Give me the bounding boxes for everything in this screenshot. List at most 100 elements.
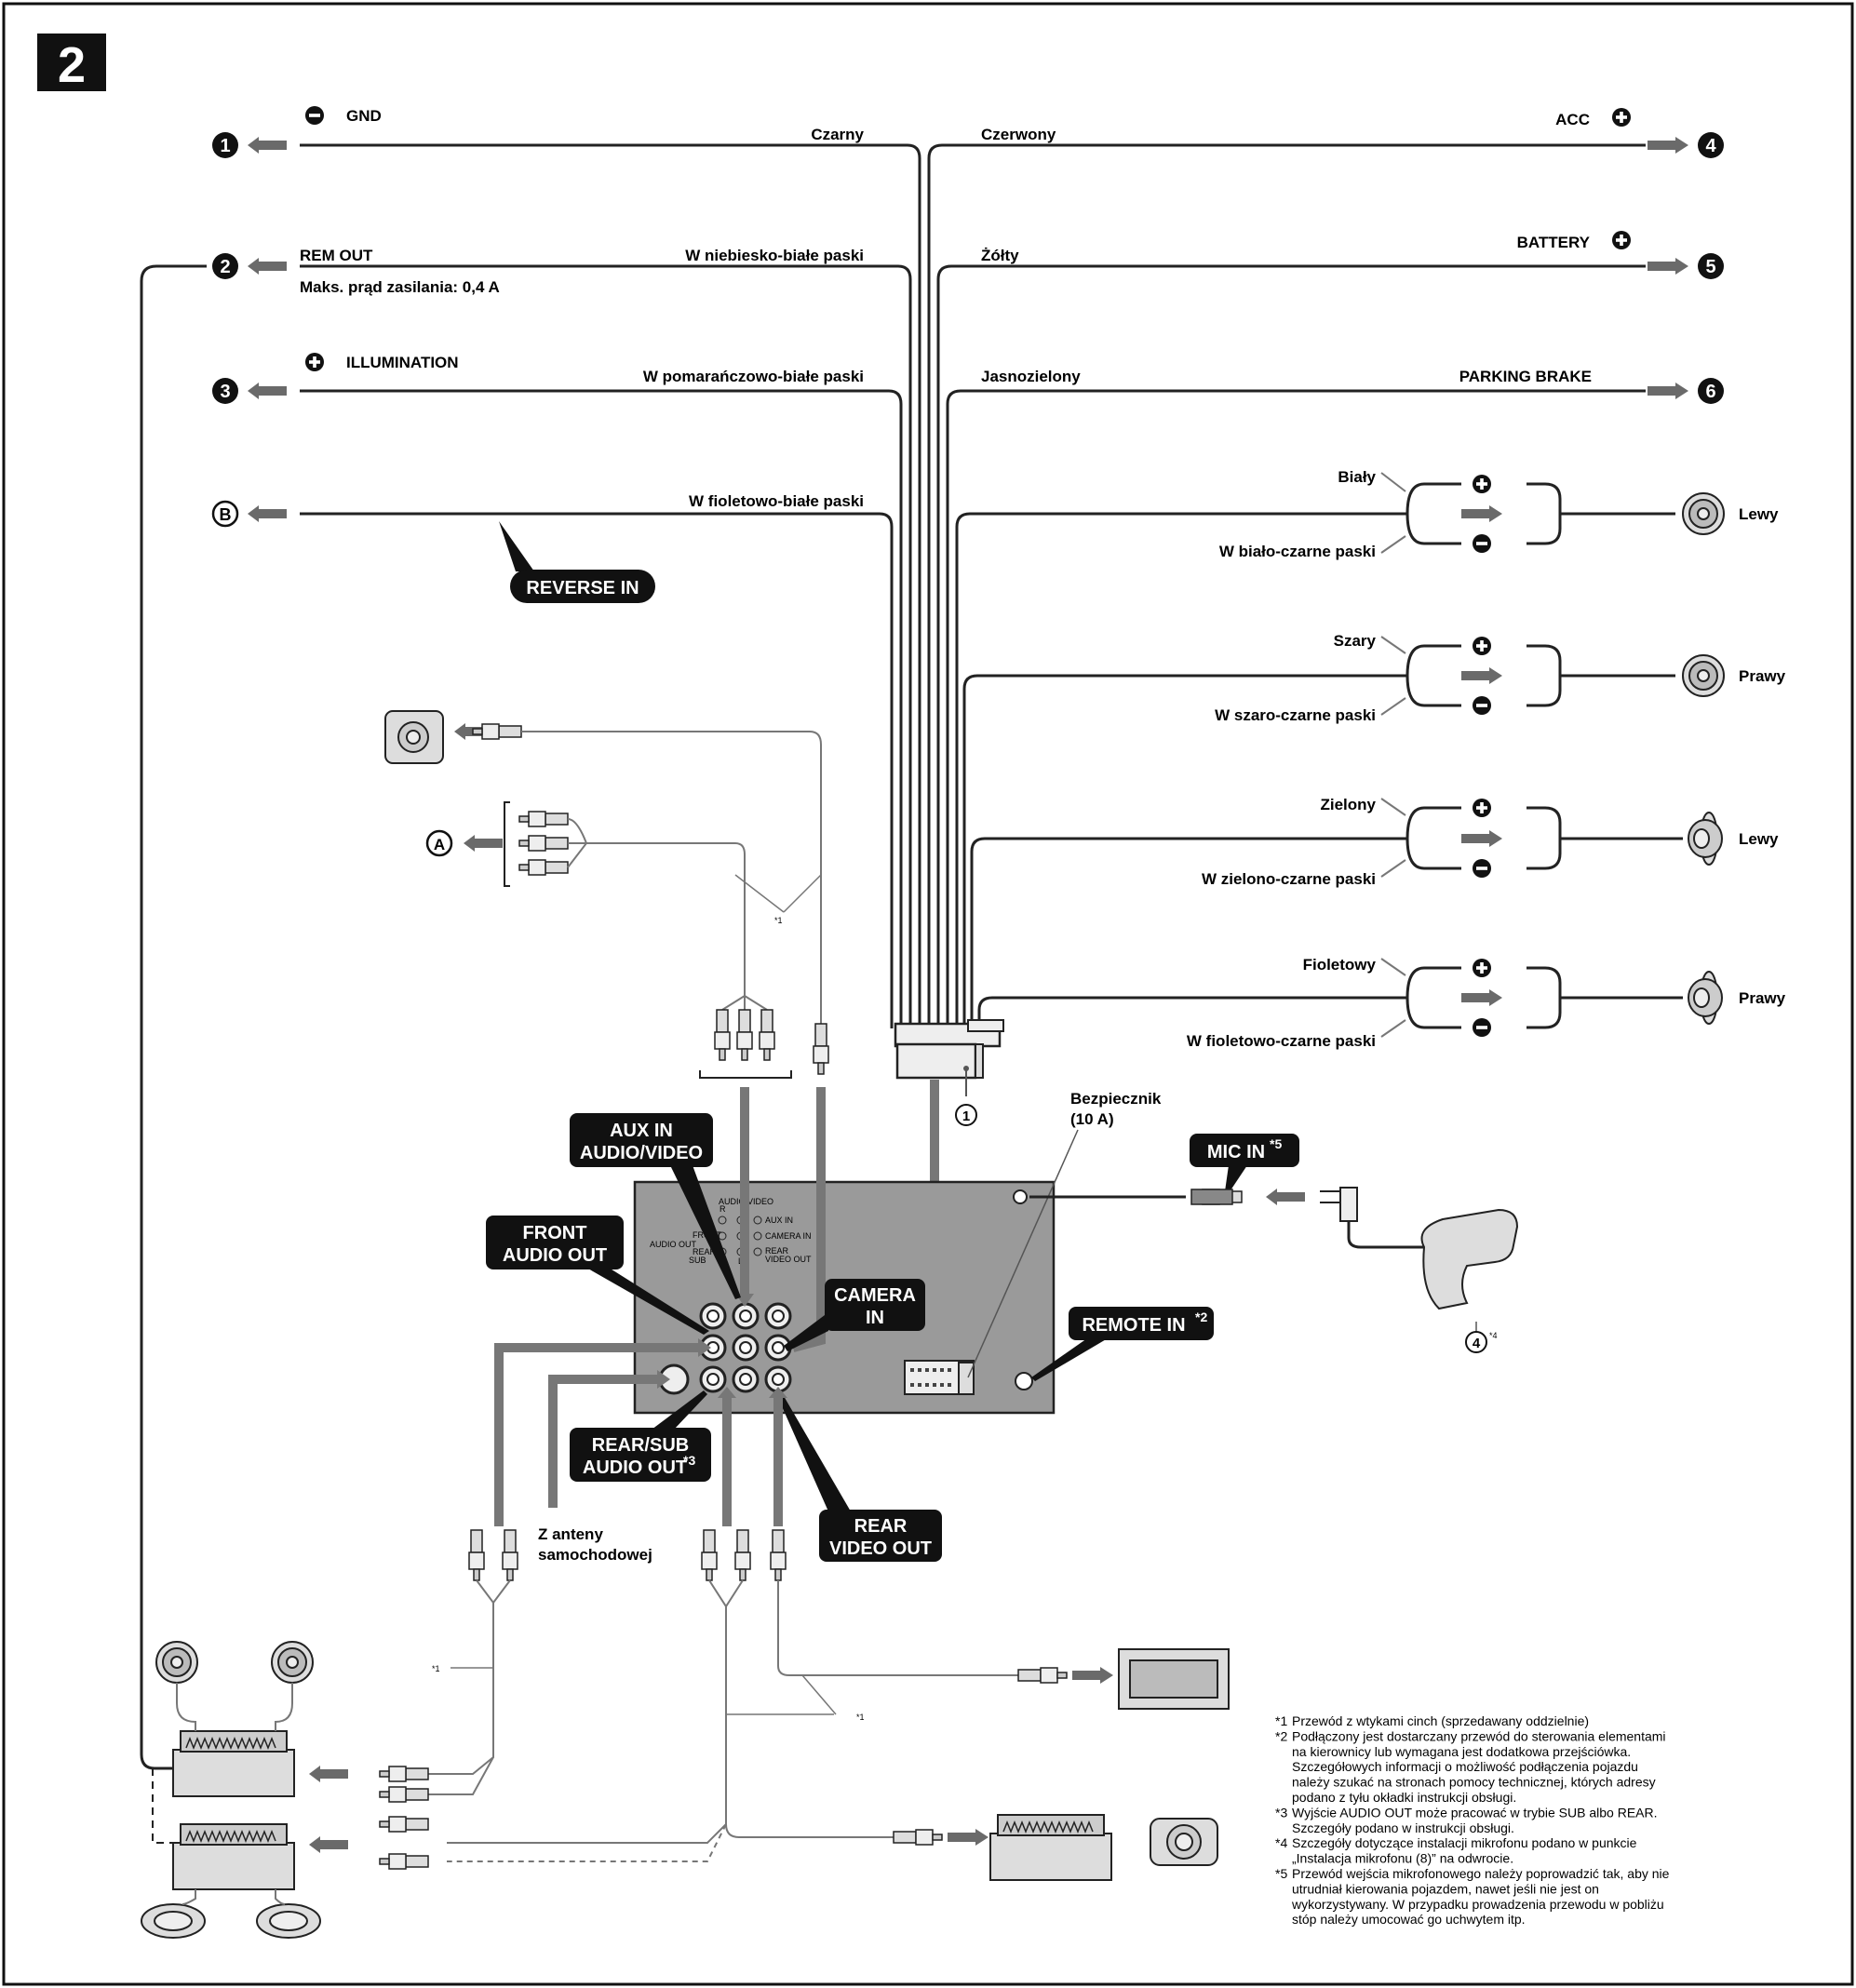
wire-color-red: Czerwony xyxy=(981,126,1056,143)
spk3-plus-color: Zielony xyxy=(1320,796,1376,813)
parking-brake-label: PARKING BRAKE xyxy=(1459,368,1592,385)
battery-label: BATTERY xyxy=(1517,234,1591,251)
footnote-line: stóp należy umocować go uchwytem itp. xyxy=(1292,1912,1526,1927)
panel-r-top: R xyxy=(720,1204,726,1214)
terminal-letter-a: A xyxy=(434,836,445,853)
svg-text:CAMERA: CAMERA xyxy=(834,1285,916,1306)
speaker-front-left: Biały W biało-czarne paski Lewy xyxy=(1219,468,1779,560)
spk4-plus-color: Fioletowy xyxy=(1303,956,1377,974)
panel-sub: SUB xyxy=(689,1256,706,1265)
fuse-rating: (10 A) xyxy=(1070,1110,1114,1128)
panel-rear-slash: REAR/ xyxy=(693,1247,719,1256)
footnote-line: Szczegółowych informacji o możliwość pod… xyxy=(1292,1759,1638,1774)
svg-text:MIC IN: MIC IN xyxy=(1207,1142,1265,1162)
svg-text:*3: *3 xyxy=(683,1453,695,1468)
terminal-num-5: 5 xyxy=(1705,257,1715,277)
star1-c: *1 xyxy=(856,1713,865,1722)
wire-reverse-in: B W fioletowo-białe paski REVERSE IN xyxy=(211,492,894,1028)
wire-color-black: Czarny xyxy=(811,126,864,143)
reverse-in-label: REVERSE IN xyxy=(526,578,639,598)
star1-b: *1 xyxy=(432,1664,440,1673)
panel-camera-in: CAMERA IN xyxy=(765,1231,812,1241)
star4: *4 xyxy=(1489,1331,1498,1340)
svg-text:REAR/SUB: REAR/SUB xyxy=(592,1435,689,1456)
footnote-mark: *4 xyxy=(1275,1835,1287,1850)
footnote-line: Szczegóły dotyczące instalacji mikrofonu… xyxy=(1292,1835,1637,1850)
svg-text:REAR: REAR xyxy=(854,1516,908,1537)
antenna-label-2: samochodowej xyxy=(538,1546,652,1564)
panel-aux-in: AUX IN xyxy=(765,1216,793,1225)
terminal-letter-b: B xyxy=(220,505,232,524)
wire-battery: 5 BATTERY Żółty xyxy=(936,231,1724,1028)
footnote-line: należy szukać na stronach pomocy technic… xyxy=(1292,1775,1656,1790)
terminal-num-6: 6 xyxy=(1705,382,1715,402)
svg-text:*5: *5 xyxy=(1270,1136,1282,1151)
svg-text:AUDIO OUT: AUDIO OUT xyxy=(583,1457,687,1478)
section-badge-number: 2 xyxy=(58,37,86,93)
terminal-num-3: 3 xyxy=(220,382,230,402)
spk2-plus-color: Szary xyxy=(1334,632,1377,650)
wire-illumination: 3 ILLUMINATION W pomarańczowo-białe pask… xyxy=(212,353,903,1028)
speaker-front-right: Szary W szaro-czarne paski Prawy xyxy=(1215,632,1786,724)
svg-text:AUX IN: AUX IN xyxy=(610,1121,673,1141)
spk1-plus-color: Biały xyxy=(1338,468,1376,486)
svg-text:VIDEO OUT: VIDEO OUT xyxy=(829,1538,932,1559)
aux-input-plugs: A *1 xyxy=(425,801,829,1079)
footnote-line: Przewód wejścia mikrofonowego należy pop… xyxy=(1292,1866,1670,1881)
footnote-line: utrudniał kierowania pojazdem, nawet jeś… xyxy=(1292,1881,1599,1896)
rear-video-out-callout: REAR VIDEO OUT xyxy=(778,1396,942,1562)
footnote-mark: *1 xyxy=(1275,1713,1287,1728)
front-audio-out-callout: FRONT AUDIO OUT xyxy=(486,1216,709,1335)
mic-in-callout: MIC IN *5 xyxy=(1190,1134,1299,1193)
spk1-side: Lewy xyxy=(1739,505,1779,523)
wire-parking-brake: 6 PARKING BRAKE Jasnozielony xyxy=(946,368,1724,1028)
gnd-label: GND xyxy=(346,107,382,125)
terminal-num-1: 1 xyxy=(220,136,230,156)
front-amplifier xyxy=(155,1641,314,1797)
spk3-side: Lewy xyxy=(1739,830,1779,848)
footnote-line: „Instalacja mikrofonu (8)” na odwrocie. xyxy=(1292,1851,1513,1866)
front-out-cable xyxy=(494,1343,700,1526)
wire-color-light-green: Jasnozielony xyxy=(981,368,1081,385)
wire-gnd: 1 GND Czarny xyxy=(212,106,921,1028)
svg-text:IN: IN xyxy=(866,1308,884,1328)
terminal-num-4: 4 xyxy=(1705,136,1716,156)
footnote-mark: *5 xyxy=(1275,1866,1287,1881)
spk2-minus-color: W szaro-czarne paski xyxy=(1215,706,1376,724)
svg-text:AUDIO/VIDEO: AUDIO/VIDEO xyxy=(580,1143,703,1163)
svg-text:*2: *2 xyxy=(1195,1310,1207,1324)
footnote-line: Podłączony jest dostarczany przewód do s… xyxy=(1292,1728,1666,1743)
footnote-line: Szczegóły podano w instrukcji obsługi. xyxy=(1292,1820,1514,1835)
svg-text:AUDIO OUT: AUDIO OUT xyxy=(503,1245,607,1266)
camera-in-callout: CAMERA IN xyxy=(784,1279,925,1351)
circle-label-1: 1 xyxy=(962,1108,970,1124)
rear-sub-callout: REAR/SUB AUDIO OUT *3 xyxy=(570,1390,711,1482)
wire-acc: 4 ACC Czerwony xyxy=(927,108,1724,1028)
svg-text:REMOTE IN: REMOTE IN xyxy=(1082,1315,1185,1336)
spk3-minus-color: W zielono-czarne paski xyxy=(1202,870,1376,888)
rem-out-current: Maks. prąd zasilania: 0,4 A xyxy=(300,278,500,296)
star1-a: *1 xyxy=(774,916,783,925)
illumination-label: ILLUMINATION xyxy=(346,354,459,371)
wire-color-blue-white: W niebiesko-białe paski xyxy=(685,247,864,264)
acc-label: ACC xyxy=(1555,111,1590,128)
footnote-line: Wyjście AUDIO OUT może pracować w trybie… xyxy=(1292,1805,1658,1820)
circle-label-4: 4 xyxy=(1473,1336,1481,1351)
harness-connector: 1 xyxy=(894,1019,1004,1126)
antenna-label-1: Z anteny xyxy=(538,1525,603,1543)
rem-out-label: REM OUT xyxy=(300,247,373,264)
wire-rem-out: 2 REM OUT Maks. prąd zasilania: 0,4 A W … xyxy=(140,247,912,1770)
spk4-side: Prawy xyxy=(1739,989,1786,1007)
spk4-minus-color: W fioletowo-czarne paski xyxy=(1187,1032,1376,1050)
footnote-line: wykorzystywany. W przypadku prowadzenia … xyxy=(1291,1897,1664,1912)
rear-amplifier xyxy=(141,1768,321,1939)
panel-audio-out: AUDIO OUT xyxy=(650,1240,697,1249)
speaker-rear-right: Fioletowy W fioletowo-czarne paski Prawy xyxy=(1187,956,1786,1050)
panel-video-out: VIDEO OUT xyxy=(765,1255,812,1264)
antenna-cable xyxy=(548,1375,659,1508)
footnote-line: na kierownicy lub wymagana jest dodatkow… xyxy=(1292,1744,1631,1759)
remote-in-callout: REMOTE IN *2 xyxy=(1031,1307,1214,1381)
microphone-assembly: 4 *4 xyxy=(1029,1187,1519,1353)
